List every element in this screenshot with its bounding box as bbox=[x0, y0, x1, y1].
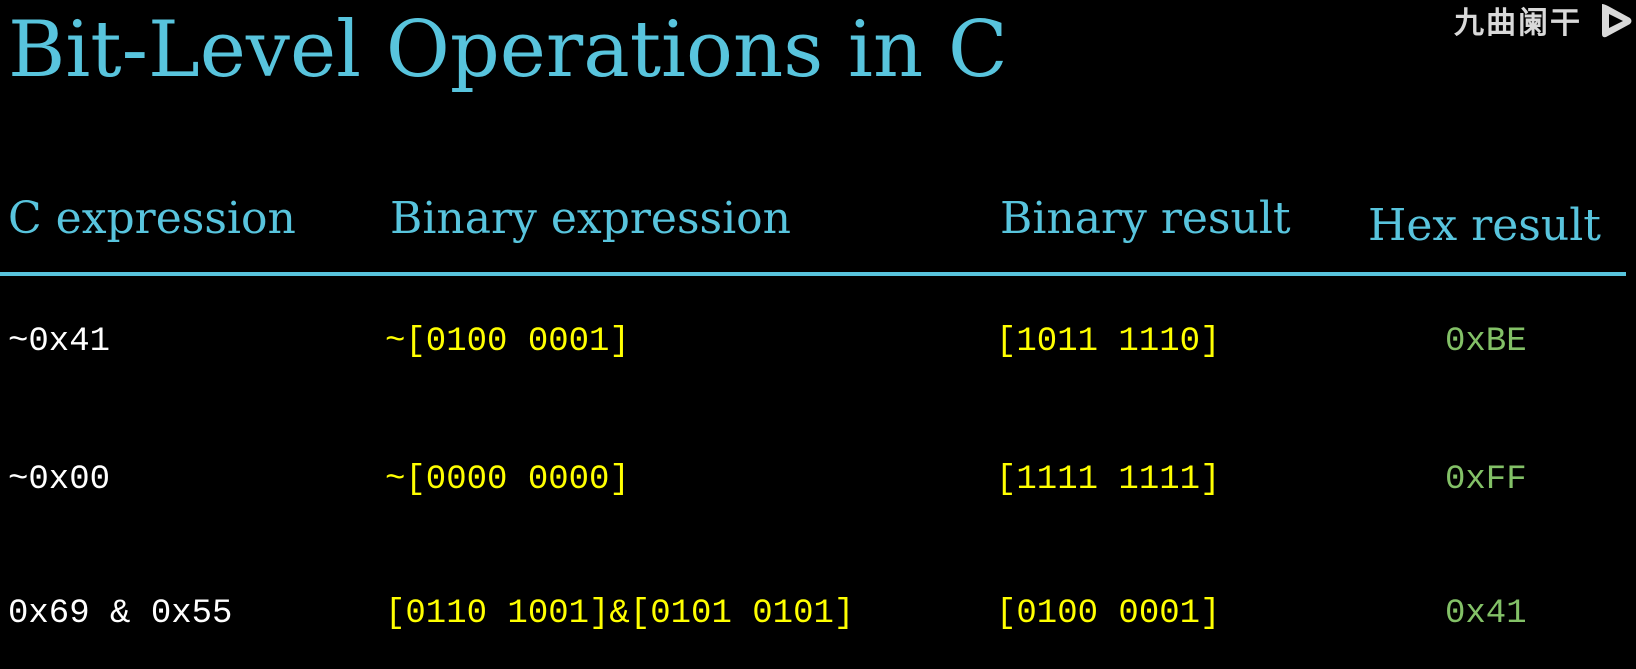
row-1-hex-result: 0xBE bbox=[1445, 323, 1527, 361]
row-3-c-expression: 0x69 & 0x55 bbox=[8, 595, 233, 633]
watermark-text: 九曲阑干 bbox=[1454, 6, 1582, 41]
row-2-binary-expression: ~[0000 0000] bbox=[385, 461, 630, 499]
row-2-hex-result: 0xFF bbox=[1445, 461, 1527, 499]
row-1-c-expression: ~0x41 bbox=[8, 323, 111, 361]
header-binary-result: Binary result bbox=[1000, 193, 1291, 244]
header-rule bbox=[0, 272, 1626, 276]
header-c-expression: C expression bbox=[8, 193, 296, 244]
row-2-binary-result: [1111 1111] bbox=[996, 461, 1221, 499]
watermark: 九曲阑干 bbox=[1454, 0, 1636, 41]
row-3-binary-result: [0100 0001] bbox=[996, 595, 1221, 633]
row-3-binary-expression: [0110 1001]&[0101 0101] bbox=[385, 595, 855, 633]
header-hex-result: Hex result bbox=[1368, 200, 1601, 251]
row-1-binary-expression: ~[0100 0001] bbox=[385, 323, 630, 361]
row-1-binary-result: [1011 1110] bbox=[996, 323, 1221, 361]
row-3-hex-result: 0x41 bbox=[1445, 595, 1527, 633]
header-binary-expression: Binary expression bbox=[390, 193, 792, 244]
slide-title: Bit-Level Operations in C bbox=[8, 5, 1008, 95]
bilibili-play-logo-icon bbox=[1602, 4, 1632, 38]
row-2-c-expression: ~0x00 bbox=[8, 461, 111, 499]
